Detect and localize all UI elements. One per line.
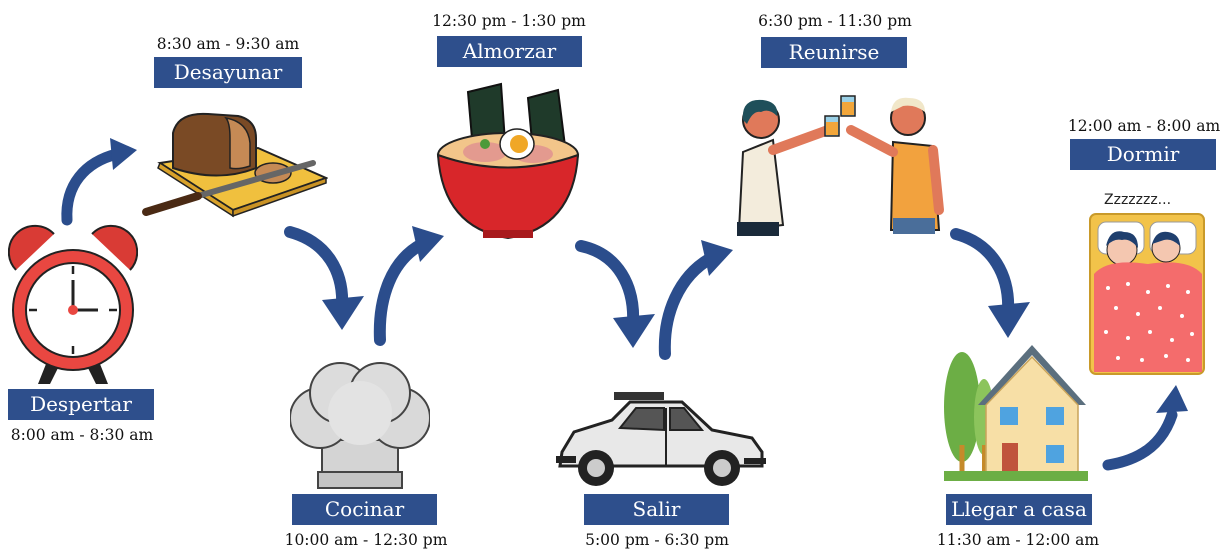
time-desayunar: 8:30 am - 9:30 am xyxy=(156,35,300,53)
bread-board-icon xyxy=(142,112,328,218)
label-llegar-a-casa: Llegar a casa xyxy=(946,494,1092,525)
arrow-up-4 xyxy=(1102,385,1188,471)
arrow-up-1 xyxy=(61,138,137,226)
house-icon xyxy=(944,345,1088,481)
time-llegar-a-casa: 11:30 am - 12:00 am xyxy=(936,531,1100,549)
time-dormir: 12:00 am - 8:00 am xyxy=(1067,117,1221,135)
label-despertar: Despertar xyxy=(8,389,154,420)
label-dormir: Dormir xyxy=(1070,139,1216,170)
alarm-clock-icon xyxy=(8,224,138,384)
sleep-zzz-text: Zzzzzzz... xyxy=(1104,192,1171,208)
label-reunirse: Reunirse xyxy=(761,37,907,68)
label-salir: Salir xyxy=(584,494,729,525)
time-almorzar: 12:30 pm - 1:30 pm xyxy=(432,12,586,30)
time-despertar: 8:00 am - 8:30 am xyxy=(10,426,154,444)
label-cocinar: Cocinar xyxy=(292,494,437,525)
time-reunirse: 6:30 pm - 11:30 pm xyxy=(758,12,912,30)
chef-hat-icon xyxy=(290,362,430,489)
arrow-up-3 xyxy=(658,240,733,360)
label-almorzar: Almorzar xyxy=(437,36,582,67)
sleeping-couple-icon: Zzzzzzz... xyxy=(1089,192,1205,375)
car-icon xyxy=(556,392,766,486)
ramen-bowl-icon xyxy=(436,82,580,240)
time-cocinar: 10:00 am - 12:30 pm xyxy=(284,531,448,549)
arrow-down-3 xyxy=(950,228,1030,338)
time-salir: 5:00 pm - 6:30 pm xyxy=(585,531,729,549)
label-desayunar: Desayunar xyxy=(154,57,302,88)
arrow-down-2 xyxy=(575,240,655,348)
arrow-down-1 xyxy=(284,226,364,330)
arrow-up-2 xyxy=(373,226,444,346)
toasting-friends-icon xyxy=(737,95,944,236)
